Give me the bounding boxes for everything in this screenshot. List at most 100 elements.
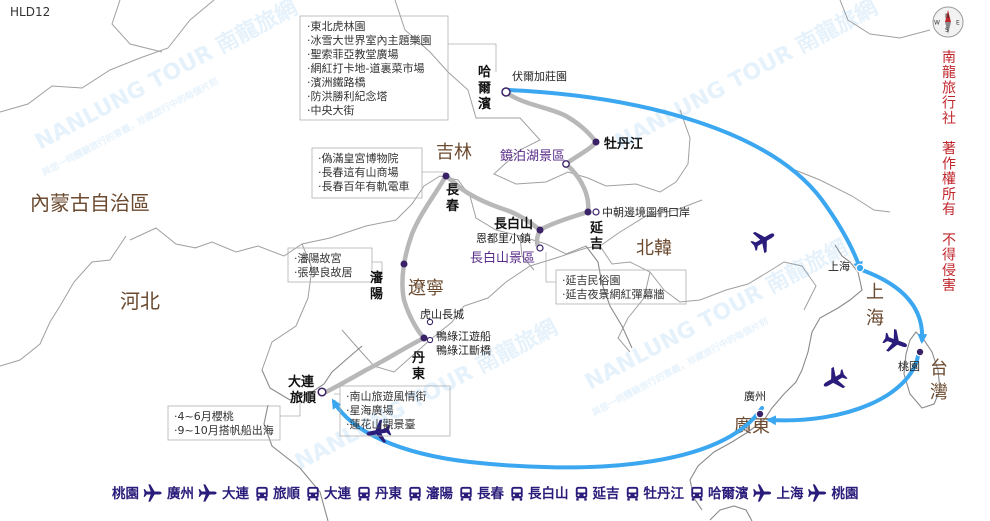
city-taoyuan: 桃園 <box>898 359 920 373</box>
marker-harbin <box>501 87 511 97</box>
copyright-text: 南龍旅行社 著作權所有 不得侵害 <box>942 50 956 294</box>
marker-mudanjiang <box>592 138 600 146</box>
info-item: ‧4~6月櫻桃 <box>174 409 234 423</box>
route-stop: 延吉 <box>592 485 620 502</box>
route-stop: 長白山 <box>528 485 569 502</box>
city-lushun: 旅順 <box>290 390 317 406</box>
city-harbin: 哈爾濱 <box>477 64 491 112</box>
marker-dandong <box>420 334 428 342</box>
coastlines <box>261 244 941 521</box>
route-stop: 桃園 <box>112 485 139 502</box>
spot-hushan: 虎山長城 <box>420 308 464 321</box>
region-liaoning: 遼寧 <box>408 278 444 299</box>
route-stop: 長春 <box>477 485 504 502</box>
info-item: ‧長春這有山商場 <box>318 165 399 179</box>
spot-yalu-bridge: 鴨綠江斷橋 <box>436 343 491 357</box>
route-stop: 廣州 <box>167 485 194 502</box>
marker-border <box>592 208 600 216</box>
route-stop: 瀋陽 <box>426 485 453 502</box>
route-stop: 旅順 <box>273 485 300 502</box>
info-item: ‧蓮花山觀景臺 <box>346 417 416 431</box>
info-item: ‧星海廣場 <box>346 403 394 417</box>
spot-border: 中朝邊境圖們口岸 <box>602 205 690 219</box>
box-harbin: ‧東北虎林園‧冰雪大世界室內主題樂園‧聖索菲亞教堂廣場‧網紅打卡地-道裏菜市場‧… <box>307 19 432 117</box>
marker-shenyang <box>400 260 408 268</box>
box-shenyang: ‧瀋陽故宮‧張學良故居 <box>294 251 353 279</box>
scenic-jingpo: 鏡泊湖景區 <box>500 149 565 164</box>
region-taiwan: 台灣 <box>930 358 948 403</box>
marker-hushan <box>426 318 434 326</box>
city-changchun: 長春 <box>445 183 460 214</box>
border-lines <box>0 0 931 373</box>
info-box-texts: ‧東北虎林園‧冰雪大世界室內主題樂園‧聖索菲亞教堂廣場‧網紅打卡地-道裏菜市場‧… <box>174 19 665 437</box>
box-dalian: ‧南山旅遊風情街‧星海廣場‧蓮花山觀景臺 <box>346 389 427 431</box>
info-boxes <box>167 15 687 441</box>
marker-guangzhou <box>755 409 765 419</box>
compass-e: E <box>956 20 960 27</box>
region-hebei: 河北 <box>120 289 160 313</box>
route-stop: 哈爾濱 <box>708 485 749 502</box>
info-item: ‧冰雪大世界室內主題樂園 <box>307 33 432 47</box>
city-dalian: 大連 <box>288 374 315 390</box>
compass: N E S W <box>932 6 964 38</box>
info-item: ‧濱洲鐵路橋 <box>307 75 366 89</box>
marker-dalian <box>317 387 327 397</box>
flight-harbin-shanghai <box>506 88 863 272</box>
info-item: ‧中央大街 <box>307 103 355 117</box>
marker-changchun <box>442 172 450 180</box>
marker-changbaishan <box>536 226 544 234</box>
info-item: ‧網紅打卡地-道裏菜市場 <box>307 61 424 75</box>
flight-shanghai-taoyuan <box>860 268 928 344</box>
compass-n: N <box>945 13 950 20</box>
region-north-korea: 北韓 <box>636 238 672 259</box>
info-item: ‧長春百年有軌電車 <box>318 179 410 193</box>
box-yanji: ‧延吉民俗園‧延吉夜景網紅彈幕牆 <box>562 274 665 301</box>
marker-changbai-scenic <box>536 244 544 252</box>
city-yanji: 延吉 <box>589 220 604 252</box>
route-stop: 大連 <box>324 485 351 502</box>
marker-taoyuan <box>915 347 925 357</box>
info-item: ‧南山旅遊風情街 <box>346 389 427 403</box>
compass-w: W <box>934 20 940 27</box>
info-item: ‧9~10月搭帆船出海 <box>174 423 274 437</box>
city-markers <box>317 87 925 419</box>
region-jilin: 吉林 <box>436 142 472 163</box>
route-stop: 上海 <box>777 485 805 502</box>
map-code: HLD12 <box>10 5 50 19</box>
route-stop: 大連 <box>222 485 249 502</box>
spot-volga: 伏爾加莊園 <box>512 69 567 83</box>
box-changchun: ‧偽滿皇宮博物院‧長春這有山商場‧長春百年有軌電車 <box>318 151 410 193</box>
marker-yanji <box>584 208 592 216</box>
city-guangzhou: 廣州 <box>744 389 766 403</box>
city-erdaobaihe: 恩都里小鎮 <box>476 231 531 245</box>
route-stop: 桃園 <box>832 485 859 502</box>
city-changbaishan: 長白山 <box>494 216 533 232</box>
region-labels-vertical: 上海 台灣 <box>866 282 948 403</box>
scenic-changbai: 長白山景區 <box>470 250 535 266</box>
info-item: ‧延吉民俗園 <box>562 274 621 287</box>
flight-taoyuan-guangzhou <box>766 354 920 426</box>
region-shanghai: 上海 <box>866 282 884 329</box>
marker-jingpo <box>562 160 570 168</box>
spot-yalu-cruise: 鴨綠江遊船 <box>436 329 491 343</box>
info-item: ‧防洪勝利紀念塔 <box>307 89 388 103</box>
city-shanghai: 上海 <box>828 259 850 273</box>
marker-shanghai <box>855 263 865 273</box>
marker-yalu <box>426 336 434 344</box>
region-labels: 內蒙古自治區 河北 吉林 遼寧 北韓 廣東 <box>30 142 770 437</box>
spot-labels: 伏爾加莊園 中朝邊境圖們口岸 虎山長城 鴨綠江遊船 鴨綠江斷橋 鏡泊湖景區 長白… <box>420 69 690 357</box>
city-dandong: 丹東 <box>412 351 425 382</box>
route-stop: 丹東 <box>375 485 402 502</box>
info-item: ‧張學良故居 <box>294 265 353 279</box>
info-item: ‧聖索菲亞教堂廣場 <box>307 47 399 61</box>
info-item: ‧偽滿皇宮博物院 <box>318 151 399 165</box>
region-neimenggu: 內蒙古自治區 <box>30 191 150 215</box>
city-labels: 哈爾濱 牡丹江 長春 長白山 恩都里小鎮 延吉 瀋陽 丹東 大連 旅順 上海 桃… <box>288 64 920 406</box>
city-shenyang: 瀋陽 <box>370 270 383 302</box>
region-guangdong: 廣東 <box>734 416 770 437</box>
route-legend: 桃園 廣州 大連 旅順 大連 丹東 瀋陽 長春 長白山 延吉 牡丹江 哈爾濱 上海 桃園 <box>112 484 859 502</box>
box-lushun: ‧4~6月櫻桃‧9~10月搭帆船出海 <box>174 409 274 437</box>
info-item: ‧東北虎林園 <box>307 19 366 33</box>
route-stop: 牡丹江 <box>644 485 685 502</box>
